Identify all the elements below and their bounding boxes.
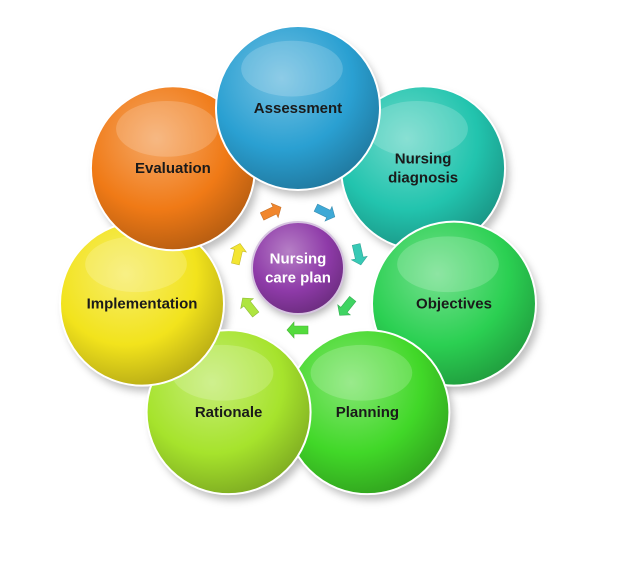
node-label-objectives: Objectives (416, 296, 492, 313)
node-gloss-evaluation (116, 101, 218, 157)
node-gloss-nursing-diagnosis (366, 101, 468, 157)
center-node-circle-group: Nursing care plan (251, 221, 346, 318)
cycle-arrow-7 (259, 202, 282, 221)
center-circle (251, 221, 345, 315)
node-gloss-objectives (397, 236, 499, 293)
cycle-arrow-2 (350, 243, 368, 266)
node-gloss-assessment (241, 40, 343, 97)
node-circle-assessment (215, 25, 381, 191)
node-evaluation: Evaluation (89, 85, 256, 252)
cycle-arrow-1 (313, 203, 336, 222)
node-label-rationale: Rationale (195, 404, 263, 421)
node-label-nursing-diagnosis: diagnosis (388, 170, 458, 187)
node-planning: Planning (284, 329, 451, 496)
node-assessment: Assessment (215, 25, 381, 191)
cycle-arrows (229, 202, 368, 339)
cycle-arrow-3 (337, 295, 357, 316)
node-label-nursing-diagnosis: Nursing (395, 151, 452, 168)
center-node: Nursing care plan (251, 221, 346, 318)
node-label-planning: Planning (336, 404, 399, 421)
center-label: Nursing (270, 251, 327, 268)
node-label-evaluation: Evaluation (135, 160, 211, 177)
cycle-arrow-6 (229, 243, 248, 266)
node-label-implementation: Implementation (87, 296, 198, 313)
node-implementation: Implementation (59, 220, 226, 387)
node-label-assessment: Assessment (254, 100, 342, 117)
center-label: care plan (265, 270, 331, 287)
cycle-arrow-4 (286, 321, 309, 339)
cycle-arrow-5 (240, 297, 260, 318)
node-gloss-planning (310, 344, 413, 401)
